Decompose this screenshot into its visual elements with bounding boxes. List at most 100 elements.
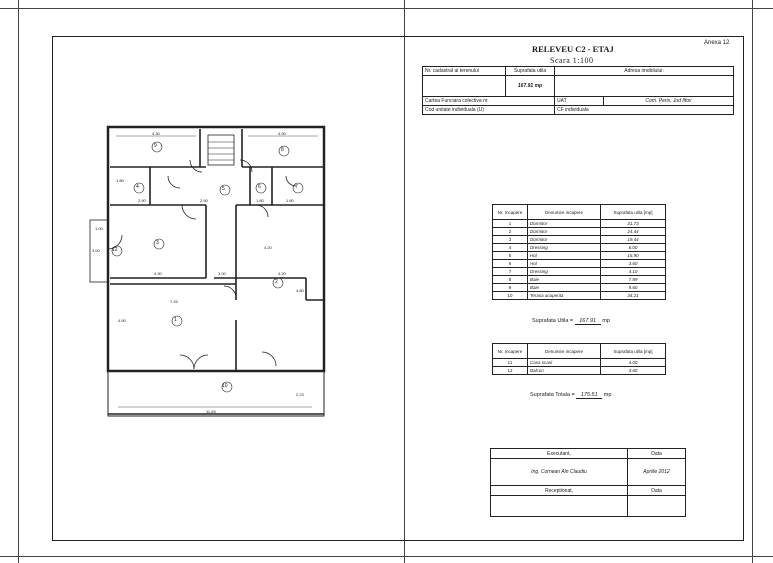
dim-label: 4.20	[264, 245, 272, 250]
executed-label: Executant,	[490, 448, 628, 459]
dim-label: 1.80	[116, 178, 124, 183]
dim-label: 7.25	[170, 299, 178, 304]
unit-code-label: Cod unitate individuala (U)	[422, 105, 555, 115]
dim-label: 4.80	[296, 288, 304, 293]
rooms-table-cell-area: 15.90	[600, 251, 666, 260]
rooms-table-cell-area: 31.73	[600, 219, 666, 228]
extra-table-cell-name: Balcon	[527, 366, 601, 375]
useful-area-value: 167.91	[574, 318, 601, 325]
rooms-table-cell-name: Dressing	[527, 243, 601, 252]
room-number-9: 9	[154, 143, 157, 149]
extra-header-name: Denumire incapere	[527, 343, 601, 359]
scan-fold-right	[752, 0, 753, 563]
signature-table: Executant, Data Ing. Cornean Aln Claudiu…	[490, 448, 686, 517]
extra-table-cell-nr: 12	[492, 366, 528, 375]
rooms-table-cell-nr: 3	[492, 235, 528, 244]
rooms-table-cell-nr: 1	[492, 219, 528, 228]
extra-header-area: Suprafata utila [mp]	[600, 343, 666, 359]
received-label: Receptionat,	[490, 485, 628, 496]
dim-label: 1.00	[95, 226, 103, 231]
dim-label: 11.65	[206, 409, 216, 414]
scan-fold-top	[0, 8, 773, 9]
extra-table-cell-name: Casa scarii	[527, 358, 601, 367]
rooms-table-cell-area: 19.44	[600, 235, 666, 244]
rooms-table-cell-nr: 2	[492, 227, 528, 236]
room-number-4: 4	[136, 184, 139, 190]
room-number-8: 8	[281, 147, 284, 153]
rooms-table: Nr. Incapere Denumire incapere Suprafata…	[492, 204, 666, 300]
dim-label: 4.50	[118, 318, 126, 323]
dim-label: 1.80	[286, 198, 294, 203]
useful-area-label: Suprafata Utila =	[532, 318, 574, 324]
extra-table: Nr. Incapere Denumire incapere Suprafata…	[492, 343, 666, 375]
drawing-title: RELEVEU C2 - ETAJ	[532, 44, 614, 54]
rooms-table-cell-nr: 8	[492, 275, 528, 284]
rooms-table-cell-name: Hol	[527, 251, 601, 260]
room-number-10: 10	[222, 383, 228, 389]
drawing-scale: Scara 1:100	[550, 56, 594, 65]
scan-fold-bottom	[0, 556, 773, 557]
area-label: Suprafata utila	[505, 66, 555, 76]
rooms-table-cell-name: Baie	[527, 283, 601, 292]
scan-fold-middle	[404, 0, 405, 563]
rooms-table-cell-nr: 10	[492, 291, 528, 300]
drawing-sheet	[52, 36, 744, 541]
room-number-5: 5	[222, 186, 225, 192]
dim-label: 3.00	[92, 248, 100, 253]
extra-table-cell-nr: 11	[492, 358, 528, 367]
rooms-table-cell-area: 7.89	[600, 275, 666, 284]
extra-table-cell-area: 4.00	[600, 358, 666, 367]
engineer-name: Ing. Cornean Aln Claudiu	[490, 458, 628, 486]
room-number-1: 1	[174, 317, 177, 323]
uat-label: UAT	[554, 96, 604, 106]
rooms-header-name: Denumire incapere	[527, 204, 601, 220]
room-number-12: 12	[112, 247, 118, 253]
useful-area-unit: mp	[602, 318, 610, 324]
rooms-table-cell-name: Dormitor	[527, 235, 601, 244]
total-area-unit: mp	[603, 392, 612, 398]
useful-area-line: Suprafata Utila = 167.91 mp	[532, 318, 610, 325]
date-label: Data	[627, 448, 686, 459]
dim-label: 4.30	[152, 131, 160, 136]
rooms-table-cell-area: 3.60	[600, 259, 666, 268]
room-number-6: 6	[258, 184, 261, 190]
scan-fold-left	[18, 0, 19, 563]
dim-label: 2.23	[296, 392, 304, 397]
rooms-table-cell-name: Dormitor	[527, 219, 601, 228]
rooms-table-cell-area: 4.10	[600, 267, 666, 276]
room-number-3: 3	[156, 240, 159, 246]
rooms-header-nr: Nr. Incapere	[492, 204, 528, 220]
dim-label: 4.30	[278, 131, 286, 136]
rooms-table-cell-nr: 4	[492, 243, 528, 252]
area-value: 167.91 mp	[505, 75, 555, 97]
rooms-table-cell-nr: 6	[492, 259, 528, 268]
date-label-2: Data	[627, 485, 686, 496]
rooms-table-cell-area: 9.60	[600, 283, 666, 292]
cadastral-label: Nr. cadastral al terenului	[422, 66, 506, 76]
header-table: Nr. cadastral al terenului Suprafata uti…	[422, 66, 734, 115]
rooms-table-cell-name: Terasa acoperita	[527, 291, 601, 300]
rooms-table-cell-area: 6.00	[600, 243, 666, 252]
dim-label: 3.00	[218, 271, 226, 276]
rooms-table-cell-nr: 7	[492, 267, 528, 276]
room-number-2: 2	[275, 279, 278, 285]
dim-label: 4.20	[278, 271, 286, 276]
room-number-7: 7	[295, 184, 298, 190]
date-value: Aprilie 2012	[627, 458, 686, 486]
total-area-label: Suprafata Totala =	[530, 392, 575, 398]
rooms-table-cell-name: Baie	[527, 275, 601, 284]
extra-header-nr: Nr. Incapere	[492, 343, 528, 359]
cf-label: CF individuala	[554, 105, 734, 115]
total-area-line: Suprafata Totala = 175.51 mp	[530, 392, 611, 399]
land-book-label: Cartea Funciara colectiva nr.	[422, 96, 555, 106]
